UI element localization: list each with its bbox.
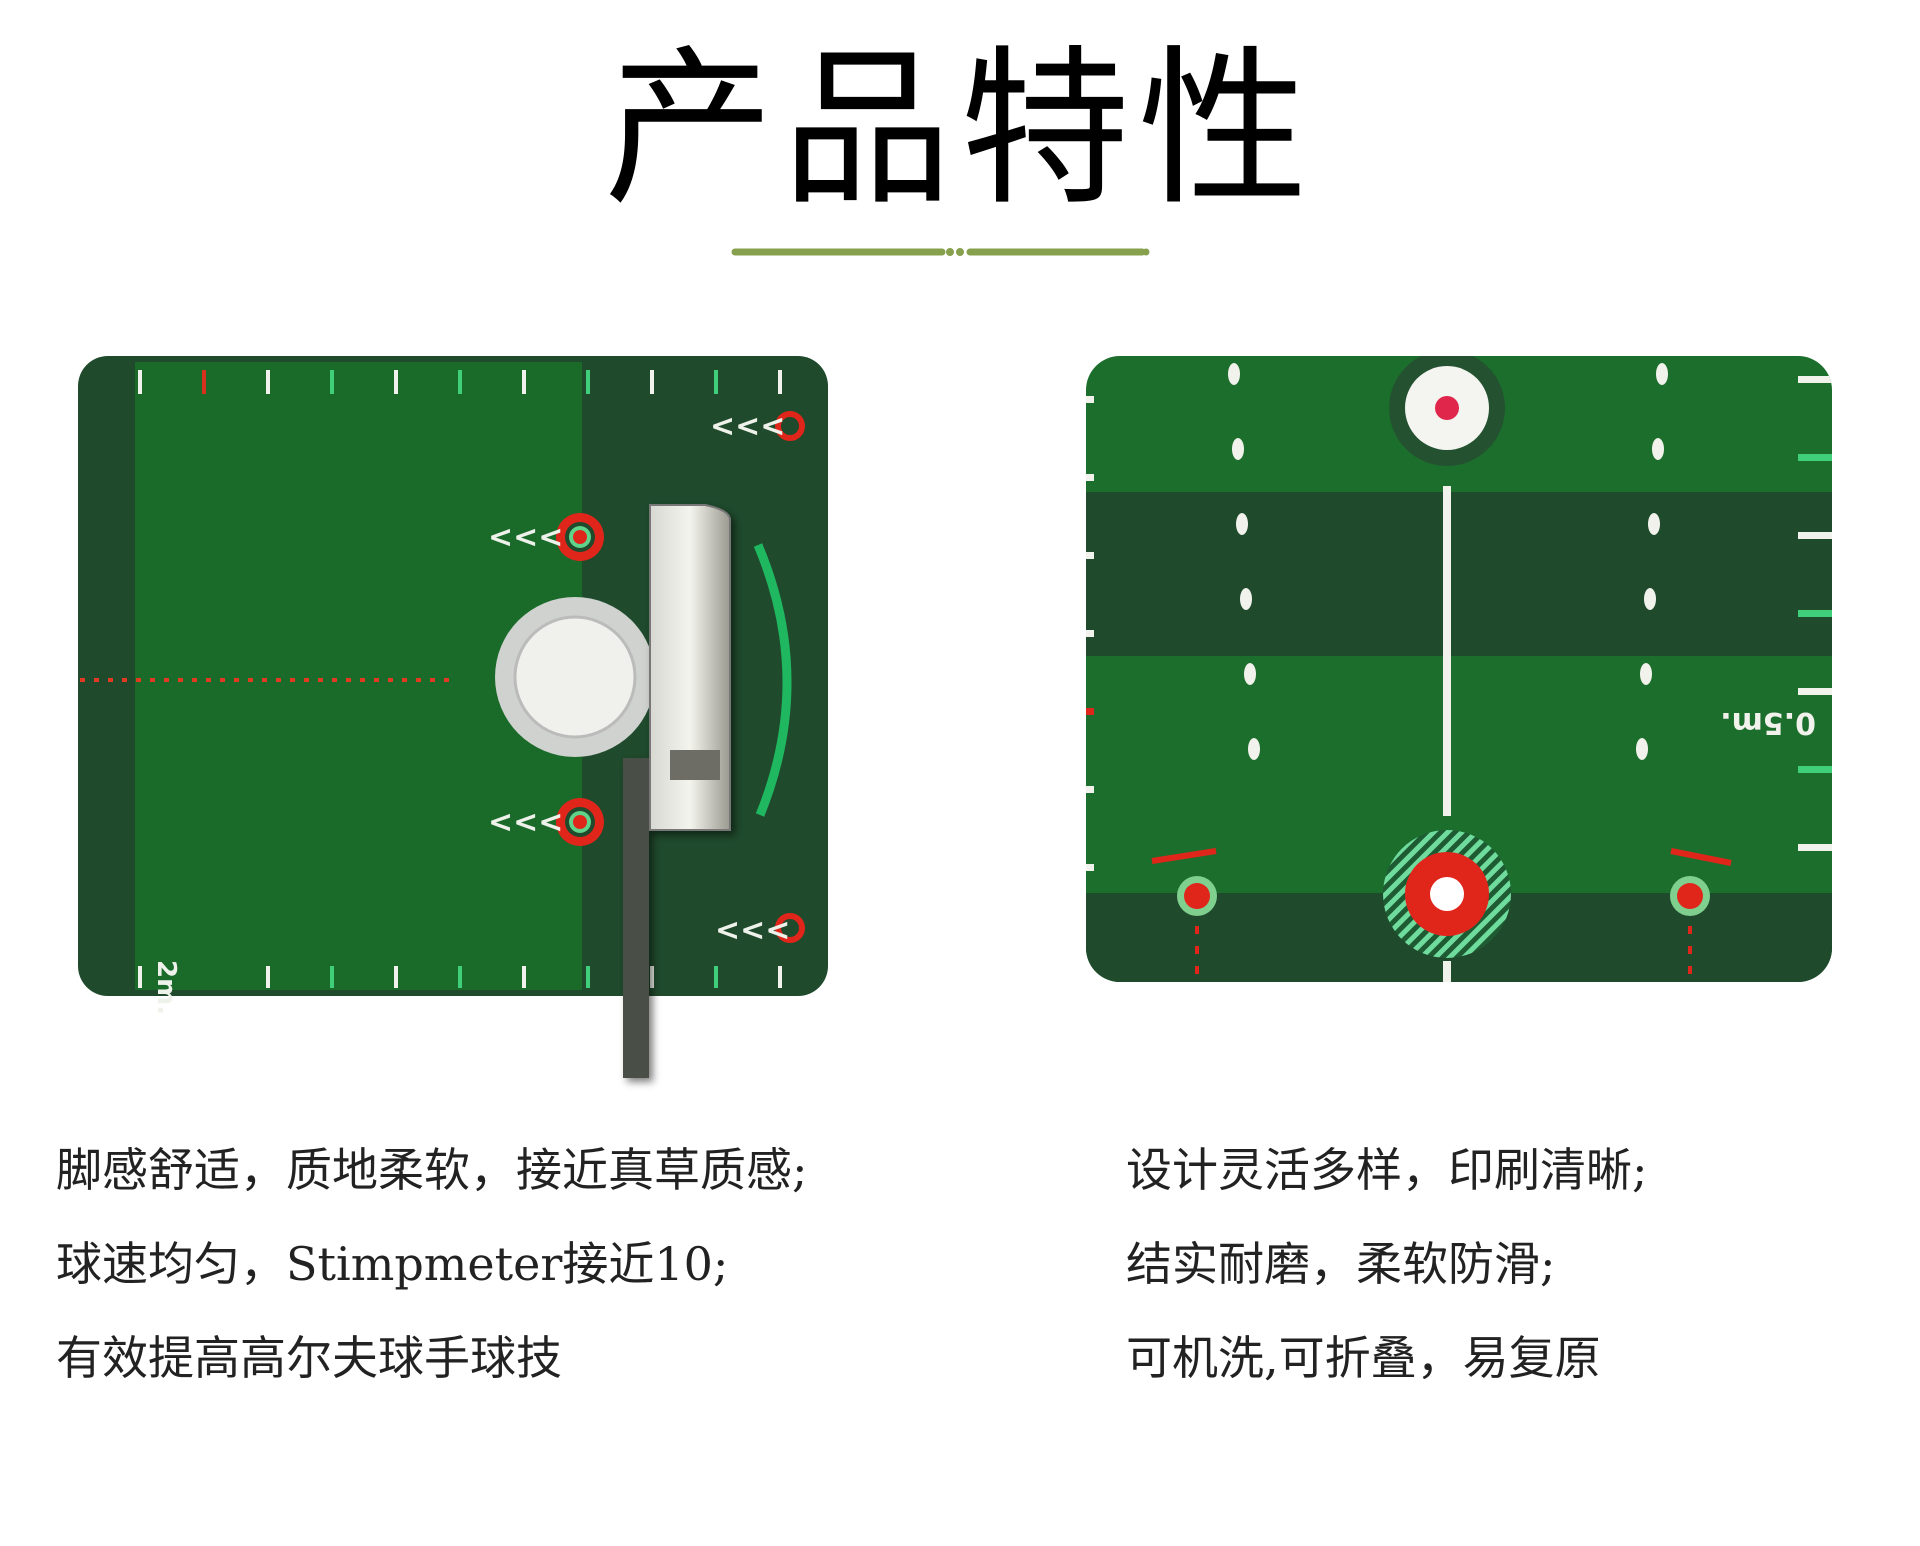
mat-marking [1086,552,1094,559]
feature-item: 设计灵活多样，印刷清晰; [1126,1143,1648,1197]
mat-marking [1086,396,1094,403]
mat-marking [1798,454,1832,461]
mat-marking [778,966,782,988]
feature-item: 球速均匀，Stimpmeter接近10; [56,1237,729,1291]
feature-list-left: 脚感舒适，质地柔软，接近真草质感; 球速均匀，Stimpmeter接近10; 有… [56,1142,808,1424]
mat-marking [202,370,206,394]
mat-distance-label: 0.5m. [1720,705,1816,740]
mat-marking [1652,438,1664,460]
mat-marking [1086,786,1094,793]
feature-item: 结实耐磨，柔软防滑; [1126,1237,1556,1291]
mat-marking [1240,588,1252,610]
feature-item: 有效提高高尔夫球手球技 [56,1331,562,1385]
mat-marking [1640,663,1652,685]
putting-mat-image-left: <<< <<< <<< <<< 2m. [78,356,828,1078]
mat-marking [138,370,142,394]
feature-list-right: 设计灵活多样，印刷清晰; 结实耐磨，柔软防滑; 可机洗,可折叠，易复原 [1126,1142,1648,1424]
mat-marking [1798,376,1832,383]
target-icon [556,411,805,943]
mat-marking [1798,532,1832,539]
mat-marking [586,966,590,988]
mat-marking [650,966,654,988]
mat-marking [330,370,334,394]
mat-marking [714,370,718,394]
mat-marking [330,966,334,988]
feature-item: 脚感舒适，质地柔软，接近真草质感; [56,1143,808,1197]
mat-marking [1798,610,1832,617]
mat-marking [1086,708,1094,715]
mat-marking [1244,663,1256,685]
mat-distance-label: 2m. [151,960,181,1015]
arrow-icon: <<< [488,805,563,840]
title-divider [731,248,1150,256]
mat-marking [522,966,526,988]
mat-marking [586,370,590,394]
mat-marking [778,370,782,394]
mat-marking [1644,588,1656,610]
mat-marking [1228,363,1240,385]
mat-marking [138,966,142,988]
mat-marking [266,966,270,988]
mat-marking [1086,864,1094,871]
mat-marking [394,370,398,394]
mat-marking [1248,738,1260,760]
mat-marking [1648,513,1660,535]
mat-marking [458,966,462,988]
mat-marking [1086,630,1094,637]
mat-marking [1798,688,1832,695]
mat-marking [1236,513,1248,535]
mat-marking [1232,438,1244,460]
arrow-icon: <<< [710,409,785,444]
page-title: 产品特性 [603,31,1316,229]
mat-marking [522,370,526,394]
putting-mat-image-right: 0.5m. [1086,356,1832,982]
mat-marking [1798,844,1832,851]
mat-marking [458,370,462,394]
arrow-icon: <<< [488,520,563,555]
mat-marking [266,370,270,394]
mat-marking [1798,766,1832,773]
mat-marking [1656,363,1668,385]
mat-marking [1086,474,1094,481]
feature-item: 可机洗,可折叠，易复原 [1126,1331,1601,1385]
mat-marking [1636,738,1648,760]
mat-marking [714,966,718,988]
arrow-icon: <<< [715,913,790,948]
mat-marking [394,966,398,988]
mat-marking [650,370,654,394]
